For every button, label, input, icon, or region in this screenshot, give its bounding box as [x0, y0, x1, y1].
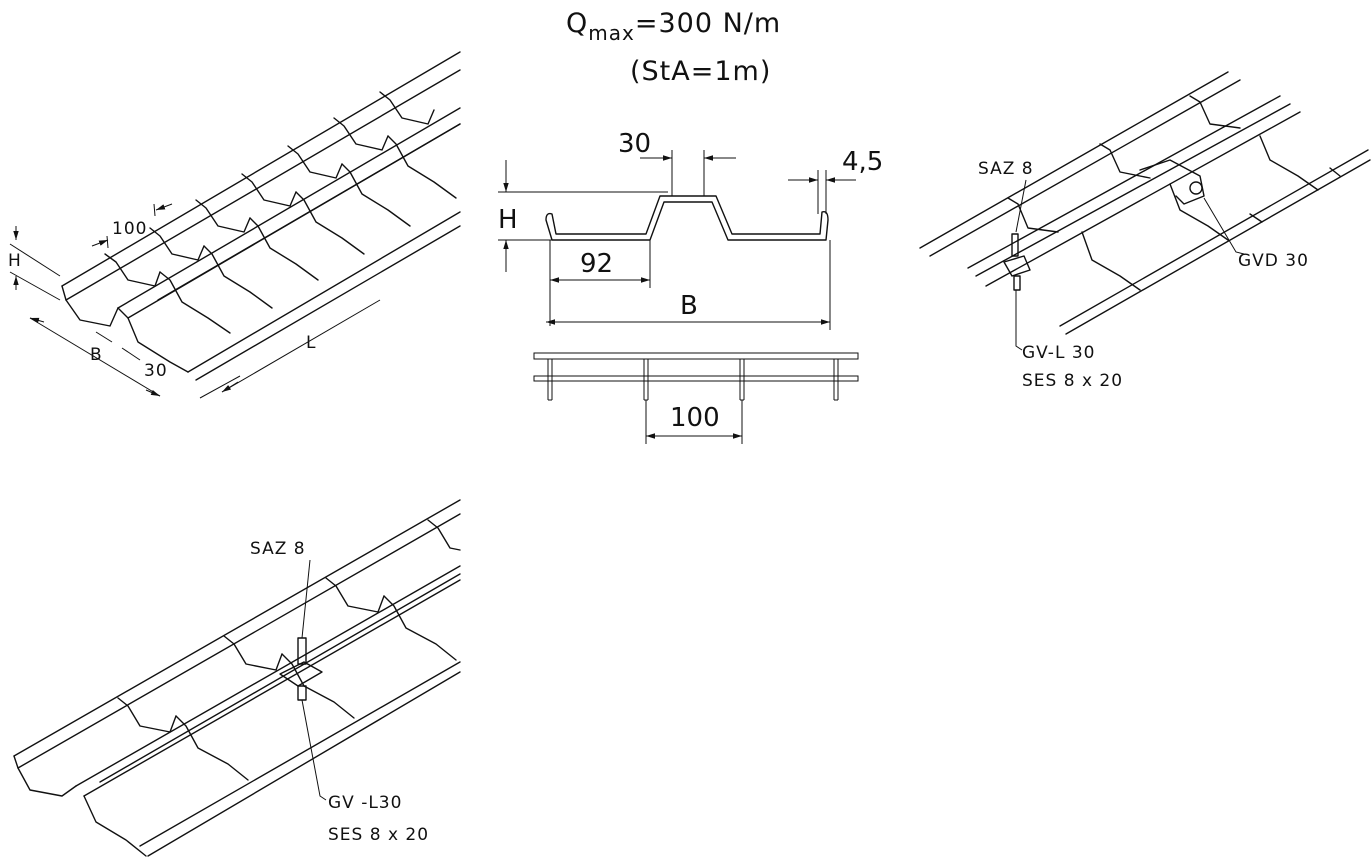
top-ses-label: SES 8 x 20 [1022, 371, 1123, 391]
section-dim-4-5: 4,5 [842, 147, 883, 177]
q-subscript: max [588, 21, 635, 45]
cross-section-view: 30 4,5 H 92 B [498, 129, 883, 444]
section-dim-30: 30 [618, 129, 651, 159]
top-gvd-label: GVD 30 [1238, 251, 1309, 271]
bottom-saz-label: SAZ 8 [250, 539, 306, 559]
bottom-ses-label: SES 8 x 20 [328, 825, 429, 845]
iso-dim-l: L [306, 333, 316, 353]
section-dim-h: H [498, 205, 518, 235]
top-saz-label: SAZ 8 [978, 159, 1034, 179]
section-dim-92: 92 [580, 249, 613, 279]
section-dim-100: 100 [670, 403, 720, 433]
iso-dim-h: H [8, 251, 22, 271]
iso-dim-100: 100 [112, 219, 147, 239]
span-label: (StA=1m) [630, 56, 771, 87]
connector-detail-top: SAZ 8 GVD 30 GV-L 30 SES 8 x 20 [919, 71, 1371, 391]
iso-dim-30: 30 [144, 361, 168, 381]
iso-tray-view: 100 H B 30 L [8, 51, 461, 399]
svg-text:Qmax=300 N/m: Qmax=300 N/m [566, 8, 781, 45]
load-rating-header: Qmax=300 N/m (StA=1m) [566, 8, 781, 87]
bottom-gvl-label: GV -L30 [328, 793, 402, 813]
section-dim-b: B [680, 291, 698, 321]
q-value: =300 N/m [635, 8, 781, 39]
top-gvl-label: GV-L 30 [1022, 343, 1095, 363]
q-symbol: Q [566, 8, 588, 39]
connector-detail-bottom: SAZ 8 GV -L30 SES 8 x 20 [13, 499, 461, 857]
iso-dim-b: B [90, 345, 103, 365]
